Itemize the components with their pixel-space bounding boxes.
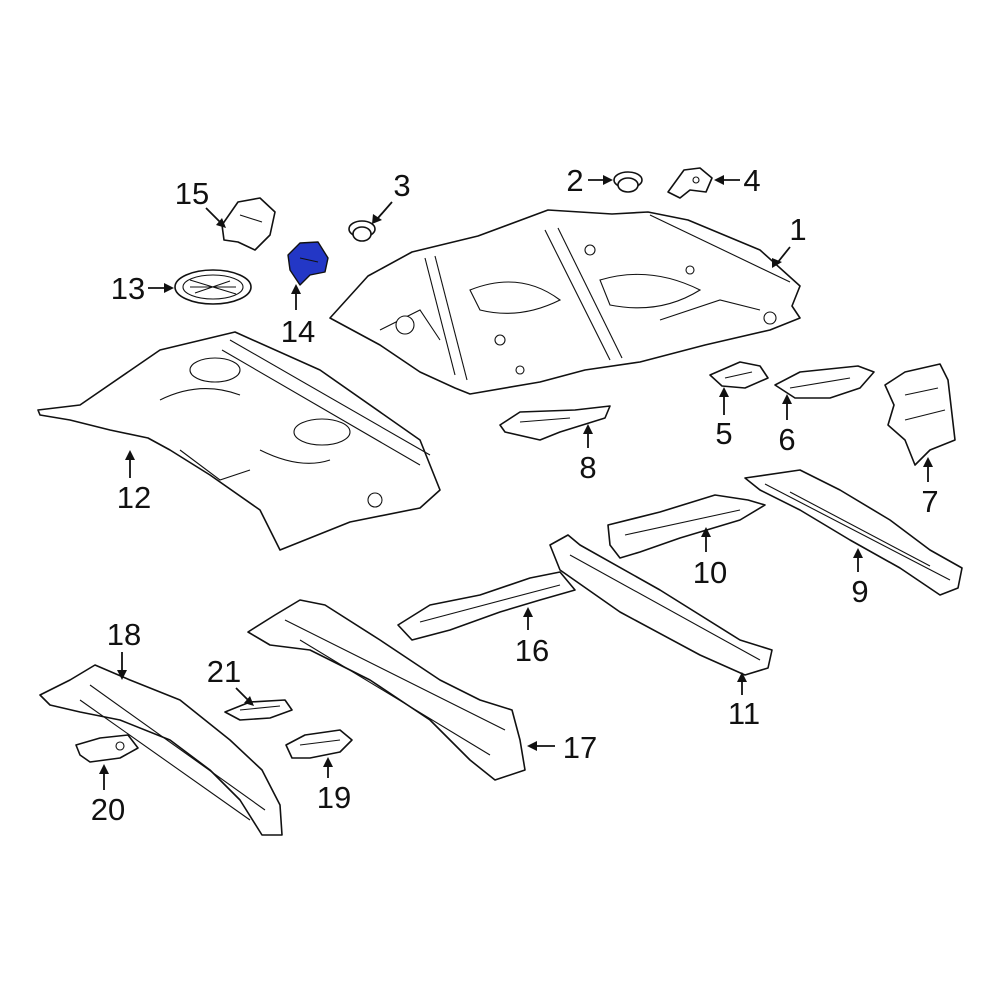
callout-label-21: 21 <box>207 654 241 689</box>
part-1-front-floor-pan[interactable] <box>329 209 801 395</box>
callout-label-9: 9 <box>851 574 868 609</box>
callout-3: 3 <box>372 168 411 224</box>
callout-label-8: 8 <box>579 450 596 485</box>
callout-15: 15 <box>175 176 226 228</box>
callout-18: 18 <box>107 617 141 680</box>
callout-11: 11 <box>728 672 760 731</box>
callout-6: 6 <box>778 394 796 457</box>
callout-13: 13 <box>111 271 174 306</box>
callout-label-17: 17 <box>563 730 597 765</box>
callout-label-3: 3 <box>393 168 410 203</box>
callout-label-19: 19 <box>317 780 351 815</box>
part-4-bracket[interactable] <box>667 167 713 199</box>
part-10-crossmember[interactable] <box>607 494 766 559</box>
part-3-plug[interactable] <box>348 220 376 242</box>
part-9-side-member[interactable] <box>744 469 963 596</box>
callout-label-15: 15 <box>175 176 209 211</box>
part-16-crossmember[interactable] <box>397 571 576 641</box>
callout-5: 5 <box>715 387 733 451</box>
callout-19: 19 <box>317 757 351 815</box>
callout-8: 8 <box>579 424 597 485</box>
callout-12: 12 <box>117 450 151 515</box>
callout-label-12: 12 <box>117 480 151 515</box>
part-14-bracket-highlighted[interactable] <box>287 241 329 286</box>
callout-16: 16 <box>515 607 549 668</box>
callout-label-18: 18 <box>107 617 141 652</box>
part-13-hole-cover[interactable] <box>174 269 252 305</box>
part-20-bracket[interactable] <box>75 734 139 763</box>
callout-7: 7 <box>921 457 939 519</box>
part-7-side-panel[interactable] <box>884 363 956 466</box>
part-11-rocker[interactable] <box>549 534 773 676</box>
callout-10: 10 <box>693 527 727 590</box>
part-5-bracket[interactable] <box>709 361 769 389</box>
callout-label-1: 1 <box>789 212 806 247</box>
part-19-bracket[interactable] <box>285 729 353 759</box>
callout-17: 17 <box>527 730 597 765</box>
callout-label-11: 11 <box>728 696 760 731</box>
part-17-rear-crossmember[interactable] <box>247 599 526 781</box>
callout-4: 4 <box>714 163 761 198</box>
callout-9: 9 <box>851 548 869 609</box>
callout-label-6: 6 <box>778 422 795 457</box>
part-8-bracket[interactable] <box>499 405 611 441</box>
callout-20: 20 <box>91 764 125 827</box>
callout-label-20: 20 <box>91 792 125 827</box>
callout-label-7: 7 <box>921 484 938 519</box>
callout-1: 1 <box>772 212 807 268</box>
part-2-plug[interactable] <box>613 171 643 193</box>
part-18-side-rail[interactable] <box>39 664 283 836</box>
part-15-bracket[interactable] <box>221 197 276 251</box>
callout-label-13: 13 <box>111 271 145 306</box>
callout-label-5: 5 <box>715 416 732 451</box>
part-6-reinforcement[interactable] <box>774 365 875 399</box>
callout-label-4: 4 <box>743 163 760 198</box>
callout-label-10: 10 <box>693 555 727 590</box>
callout-label-14: 14 <box>281 314 315 349</box>
callout-14: 14 <box>281 284 315 349</box>
part-21-bracket[interactable] <box>224 699 293 721</box>
callout-label-2: 2 <box>566 163 583 198</box>
callout-2: 2 <box>566 163 613 198</box>
callout-label-16: 16 <box>515 633 549 668</box>
callout-21: 21 <box>207 654 254 706</box>
part-12-rear-floor-pan[interactable] <box>37 331 441 551</box>
